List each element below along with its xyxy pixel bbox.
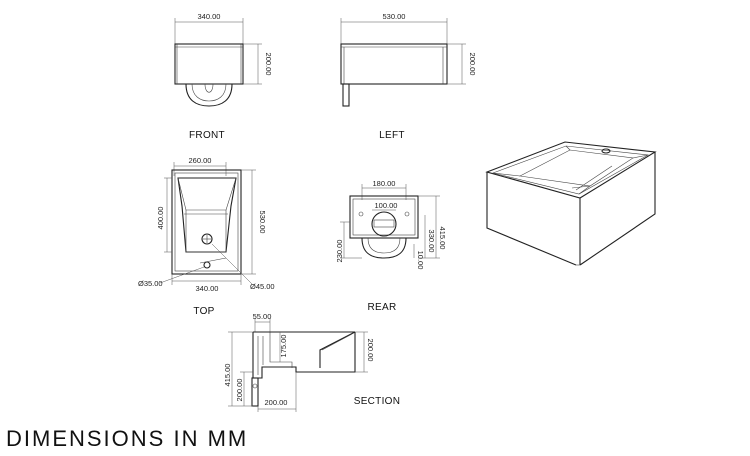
left-height-dim: 200.00	[468, 53, 477, 76]
left-view: 530.00 200.00 LEFT	[340, 12, 477, 141]
front-width-dim: 340.00	[198, 12, 221, 21]
left-view-label: LEFT	[379, 130, 405, 141]
rear-view: 180.00 100.00 415.00 330.00 10.00 230.00…	[335, 179, 447, 313]
footer-caption: DIMENSIONS IN MM	[6, 426, 249, 451]
section-view-label: SECTION	[354, 396, 401, 407]
front-view: 340.00 200.00 FRONT	[174, 12, 273, 141]
section-total-height-dim: 415.00	[223, 364, 232, 387]
left-width-dim: 530.00	[383, 12, 406, 21]
rear-hole-height-dim: 230.00	[335, 240, 344, 263]
front-view-label: FRONT	[189, 130, 225, 141]
section-view: 55.00 175.00 200.00 415.00 200.00 200.00…	[223, 312, 400, 412]
top-inner-width-dim: 260.00	[189, 156, 212, 165]
isometric-view	[485, 141, 657, 266]
front-height-dim: 200.00	[264, 53, 273, 76]
top-view-label: TOP	[193, 306, 214, 317]
top-width-dim: 340.00	[196, 284, 219, 293]
section-base-dim: 200.00	[265, 398, 288, 407]
section-basin-depth-dim: 175.00	[279, 335, 288, 358]
rear-hole-spacing-dim: 100.00	[375, 201, 398, 210]
rear-height-dim: 415.00	[438, 227, 447, 250]
rear-trap-height-dim: 330.00	[427, 230, 436, 253]
top-view: 260.00 400.00 530.00 340.00 Ø35.00	[138, 156, 275, 317]
section-lower-dim: 200.00	[235, 379, 244, 402]
top-drain-dim: Ø35.00	[138, 279, 163, 288]
top-depth-dim: 530.00	[258, 211, 267, 234]
section-height-dim: 200.00	[366, 339, 375, 362]
top-inner-depth-dim: 400.00	[156, 207, 165, 230]
rear-view-label: REAR	[368, 302, 397, 313]
rear-bracket-width-dim: 180.00	[373, 179, 396, 188]
section-wall-dim: 55.00	[253, 312, 272, 321]
top-tap-dim: Ø45.00	[250, 282, 275, 291]
rear-small-dim: 10.00	[416, 251, 425, 270]
